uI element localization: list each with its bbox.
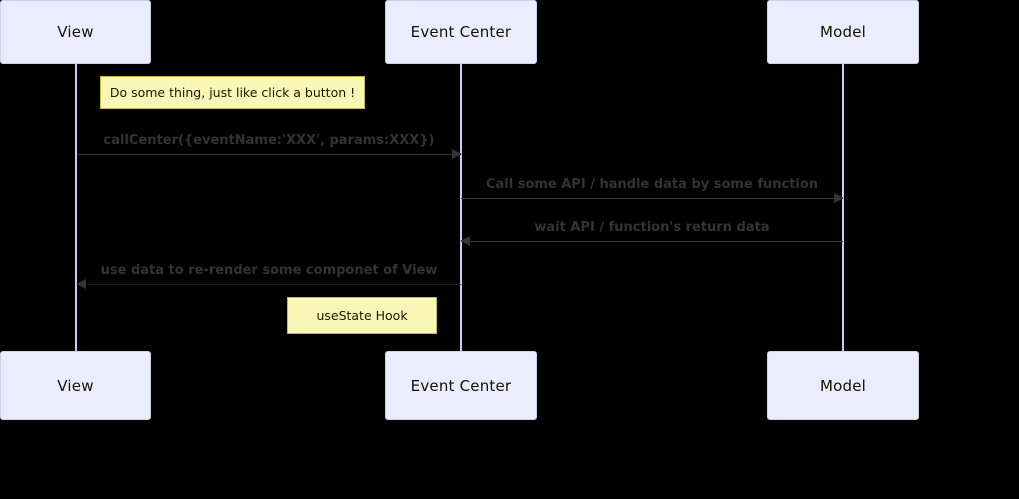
arrow-left-icon	[460, 236, 470, 246]
note-text: Do some thing, just like click a button …	[109, 85, 356, 100]
message-line	[461, 241, 843, 242]
participant-label: Event Center	[410, 23, 512, 41]
participant-label: View	[57, 23, 94, 41]
message-label: callCenter({eventName:'XXX', params:XXX}…	[103, 133, 435, 148]
participant-model-bottom[interactable]: Model	[767, 351, 919, 420]
participant-view-bottom[interactable]: View	[0, 351, 151, 420]
arrow-right-icon	[834, 193, 844, 203]
participant-view-top[interactable]: View	[0, 0, 151, 64]
participant-label: Model	[819, 376, 867, 395]
participant-label: Model	[819, 23, 867, 41]
participant-label: View	[57, 376, 94, 395]
message-line	[77, 284, 461, 285]
participant-event-center-top[interactable]: Event Center	[385, 0, 537, 64]
lifeline-event-center	[460, 64, 462, 352]
note-do-some-thing: Do some thing, just like click a button …	[100, 76, 365, 109]
participant-model-top[interactable]: Model	[767, 0, 919, 64]
arrow-right-icon	[452, 149, 462, 159]
message-label: use data to re-render some componet of V…	[100, 263, 438, 278]
arrow-left-icon	[76, 279, 86, 289]
message-line	[77, 154, 461, 155]
message-line	[461, 198, 843, 199]
lifeline-view	[75, 64, 77, 352]
message-label: wait API / function's return data	[534, 220, 770, 235]
message-label: Call some API / handle data by some func…	[485, 177, 819, 192]
lifeline-model	[842, 64, 844, 352]
note-usestate-hook: useState Hook	[287, 297, 437, 334]
participant-event-center-bottom[interactable]: Event Center	[385, 351, 537, 420]
participant-label: Event Center	[410, 376, 512, 395]
note-text: useState Hook	[316, 308, 408, 323]
